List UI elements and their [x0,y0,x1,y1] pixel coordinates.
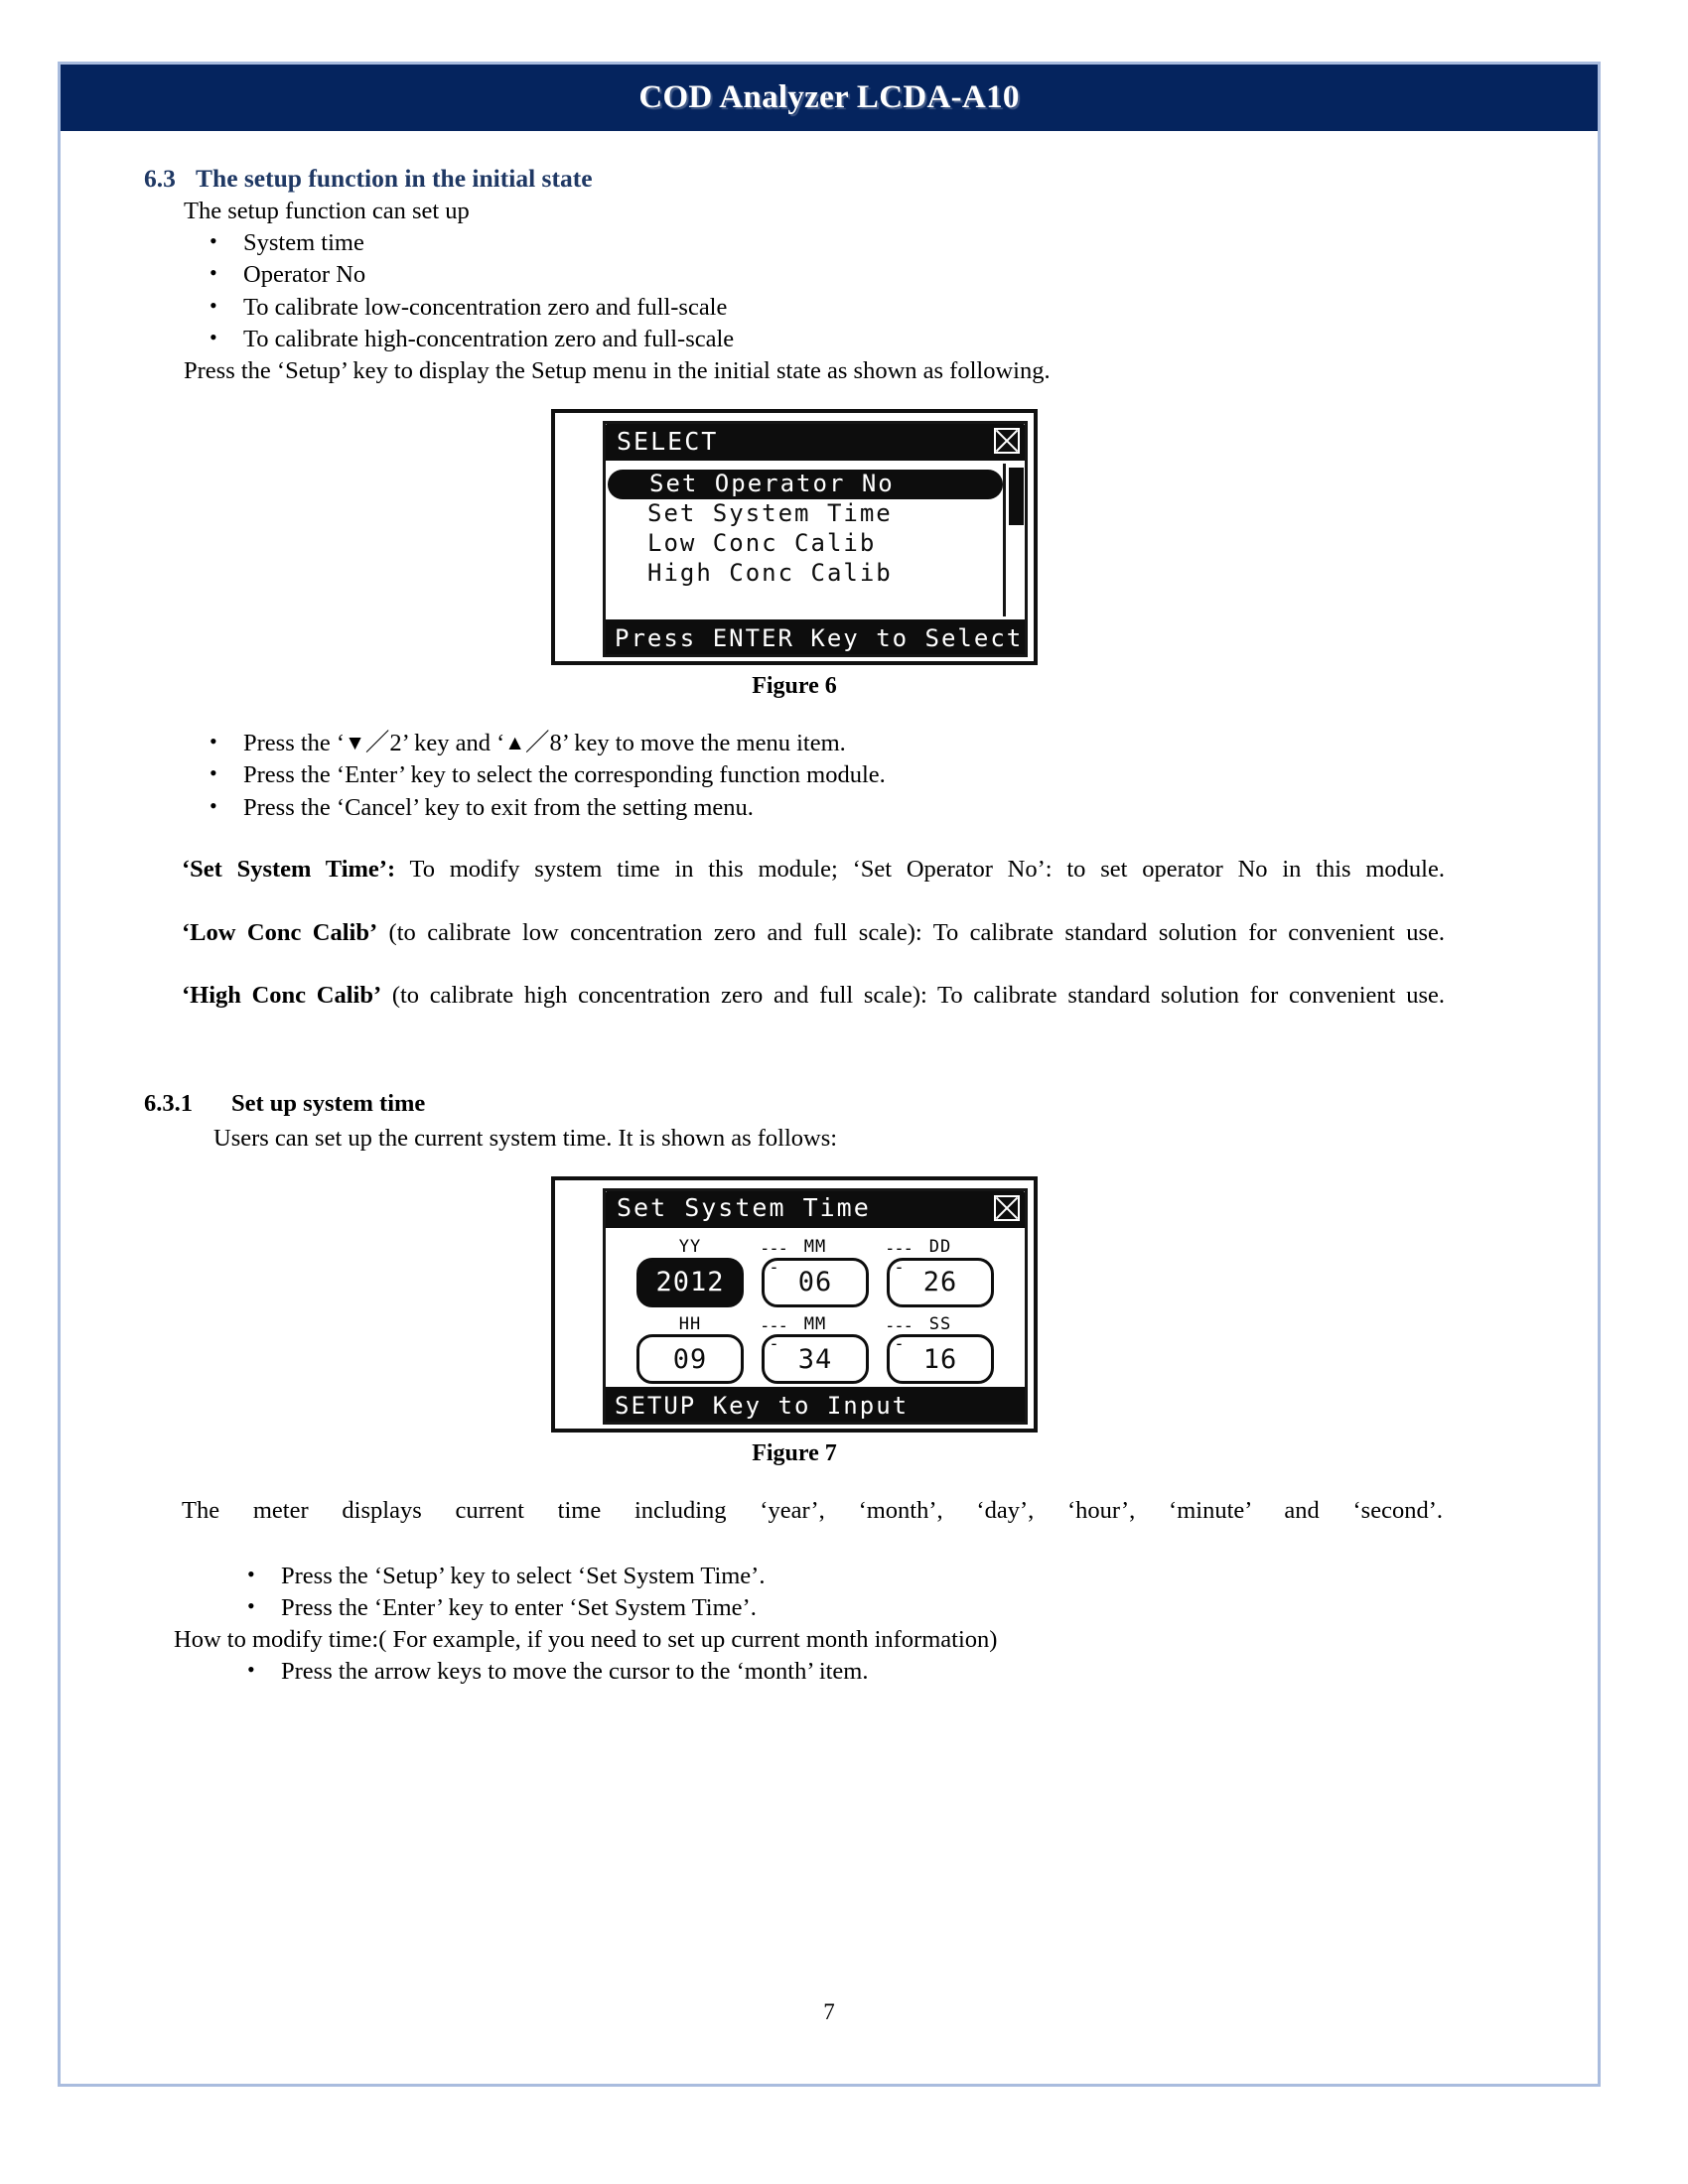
definition-term: ‘Low Conc Calib’ [182,918,378,946]
lcd-field-hour-label: HH [678,1313,702,1334]
page-title: COD Analyzer LCDA-A10 [638,79,1020,115]
lcd-field-day-label-text: DD [928,1236,952,1257]
key-bullet-mid2: ／8’ key to move the menu item. [525,730,846,757]
figure-7-wrapper: Set System Time YY 2012 ---- MM [144,1175,1445,1467]
lcd-titlebar: Set System Time [606,1190,1025,1228]
lcd-field-minute-value[interactable]: 34 [762,1334,869,1385]
definitions-block: ‘Set System Time’: To modify system time… [182,854,1445,1043]
setup-capability-list: System time Operator No To calibrate low… [194,226,1445,355]
section-6-3-1-intro: Users can set up the current system time… [213,1125,838,1153]
document-page: COD Analyzer LCDA-A10 6.3 The setup func… [58,62,1601,2087]
list-item: To calibrate high-concentration zero and… [194,323,1445,355]
lcd-field-day-value[interactable]: 26 [887,1257,994,1307]
page-number: 7 [823,1999,835,2024]
lcd-field-month-value[interactable]: 06 [762,1257,869,1307]
lcd-menu-item-set-system-time[interactable]: Set System Time [647,499,893,528]
separator-dashes: ---- [760,1315,788,1355]
lcd-field-second-label: ---- SS [882,1313,999,1353]
heading-6-3-1: 6.3.1 Set up system time [144,1089,1445,1119]
closing-bullet-list: Press the ‘Setup’ key to select ‘Set Sys… [231,1560,1445,1625]
lcd-field-minute: ---- MM 34 [757,1313,874,1385]
lcd-inner-screen: Set System Time YY 2012 ---- MM [603,1187,1028,1425]
lcd-menu-item-set-operator-no[interactable]: Set Operator No [608,470,1003,500]
definition-body: (to calibrate low concentration zero and… [377,918,1445,946]
lcd-field-month-label-text: MM [803,1236,827,1257]
lcd-menu-item-high-conc-calib[interactable]: High Conc Calib [647,558,893,587]
lcd-statusbar: Press ENTER Key to Select [606,619,1025,655]
close-x-icon[interactable] [994,428,1020,455]
up-triangle-icon: ▲ [504,731,526,755]
lcd-statusbar: SETUP Key to Input [606,1386,1025,1422]
lcd-field-hour-value[interactable]: 09 [636,1334,744,1385]
key-bullet-pre: Press the ‘ [243,730,346,757]
lcd-field-second-label-text: SS [928,1313,952,1334]
lcd-field-year-label: YY [678,1236,702,1257]
key-operation-list: Press the ‘▼／2’ key and ‘▲／8’ key to mov… [194,727,1445,824]
lcd-field-day-label: ---- DD [882,1236,999,1277]
separator-dashes: ---- [885,1238,914,1278]
figure-6-caption: Figure 6 [752,673,837,700]
lcd-field-month-label: ---- MM [757,1236,874,1277]
final-bullet-list: Press the arrow keys to move the cursor … [231,1655,1445,1688]
definition-body: To modify system time in this module; ‘S… [395,856,1445,884]
heading-6-3: 6.3 The setup function in the initial st… [144,163,1445,194]
lcd-field-year-value[interactable]: 2012 [636,1257,744,1307]
lcd-date-row: YY 2012 ---- MM 06 ---- DD 26 [620,1238,1011,1307]
lcd-field-hour: HH 09 [632,1313,749,1385]
definition-set-system-time: ‘Set System Time’: To modify system time… [182,854,1445,917]
close-x-icon[interactable] [994,1194,1020,1221]
list-item: Press the ‘Enter’ key to enter ‘Set Syst… [231,1591,1445,1624]
lcd-field-minute-label-text: MM [803,1313,827,1334]
lcd-field-year: YY 2012 [632,1238,749,1307]
lcd-screen-set-system-time: Set System Time YY 2012 ---- MM [551,1175,1038,1433]
list-item: Press the ‘▼／2’ key and ‘▲／8’ key to mov… [194,727,1445,759]
lcd-field-second-value[interactable]: 16 [887,1334,994,1385]
lcd-screen-select-menu: SELECT Set Operator No Set System Time L… [551,409,1038,666]
lcd-field-month: ---- MM 06 [757,1238,874,1307]
definition-term: ‘Set System Time’: [182,856,396,884]
lcd-clock-row: HH 09 ---- MM 34 ---- SS 16 [620,1313,1011,1385]
heading-6-3-title: The setup function in the initial state [196,164,593,193]
definition-high-conc-calib: ‘High Conc Calib’ (to calibrate high con… [182,980,1445,1043]
heading-6-3-1-title: Set up system time [231,1090,426,1118]
closing-paragraph: The meter displays current time includin… [182,1496,1443,1524]
down-triangle-icon: ▼ [345,731,365,755]
separator-dashes: ---- [760,1238,788,1278]
lcd-field-second: ---- SS 16 [882,1313,999,1385]
page-content: 6.3 The setup function in the initial st… [61,131,1598,2084]
figure-6-wrapper: SELECT Set Operator No Set System Time L… [144,409,1445,700]
figure-7-caption: Figure 7 [752,1439,837,1466]
definition-low-conc-calib: ‘Low Conc Calib’ (to calibrate low conce… [182,917,1445,981]
list-item: To calibrate low-concentration zero and … [194,291,1445,324]
heading-6-3-1-number: 6.3.1 [144,1090,193,1118]
lcd-titlebar: SELECT [606,424,1025,462]
lcd-scrollbar-thumb[interactable] [1009,468,1024,526]
lcd-field-minute-label: ---- MM [757,1313,874,1353]
separator-dashes: ---- [885,1315,914,1355]
setup-menu-lead-in: Press the ‘Setup’ key to display the Set… [184,357,1051,385]
list-item: Press the ‘Cancel’ key to exit from the … [194,791,1445,824]
lcd-title: Set System Time [617,1193,871,1223]
lcd-scrollbar[interactable] [1003,464,1025,617]
lcd-inner-screen: SELECT Set Operator No Set System Time L… [603,421,1028,658]
definition-term: ‘High Conc Calib’ [182,982,382,1010]
list-item: Press the ‘Setup’ key to select ‘Set Sys… [231,1560,1445,1592]
list-item: Press the ‘Enter’ key to select the corr… [194,758,1445,791]
how-to-modify-line: How to modify time:( For example, if you… [174,1626,998,1654]
lcd-time-fields: YY 2012 ---- MM 06 ---- DD 26 [606,1231,1025,1385]
lcd-menu-item-low-conc-calib[interactable]: Low Conc Calib [647,528,877,557]
body-column: 6.3 The setup function in the initial st… [144,163,1445,1688]
lcd-field-day: ---- DD 26 [882,1238,999,1307]
lcd-menu-list: Set Operator No Set System Time Low Conc… [606,464,1025,616]
definition-body: (to calibrate high concentration zero an… [381,982,1445,1010]
section-6-3-intro: The setup function can set up [184,198,470,225]
list-item: Operator No [194,258,1445,291]
heading-6-3-number: 6.3 [144,164,176,193]
list-item: Press the arrow keys to move the cursor … [231,1655,1445,1688]
page-header-band: COD Analyzer LCDA-A10 [61,65,1598,131]
key-bullet-mid1: ／2’ key and ‘ [364,730,505,757]
lcd-title: SELECT [617,426,719,456]
list-item: System time [194,226,1445,259]
